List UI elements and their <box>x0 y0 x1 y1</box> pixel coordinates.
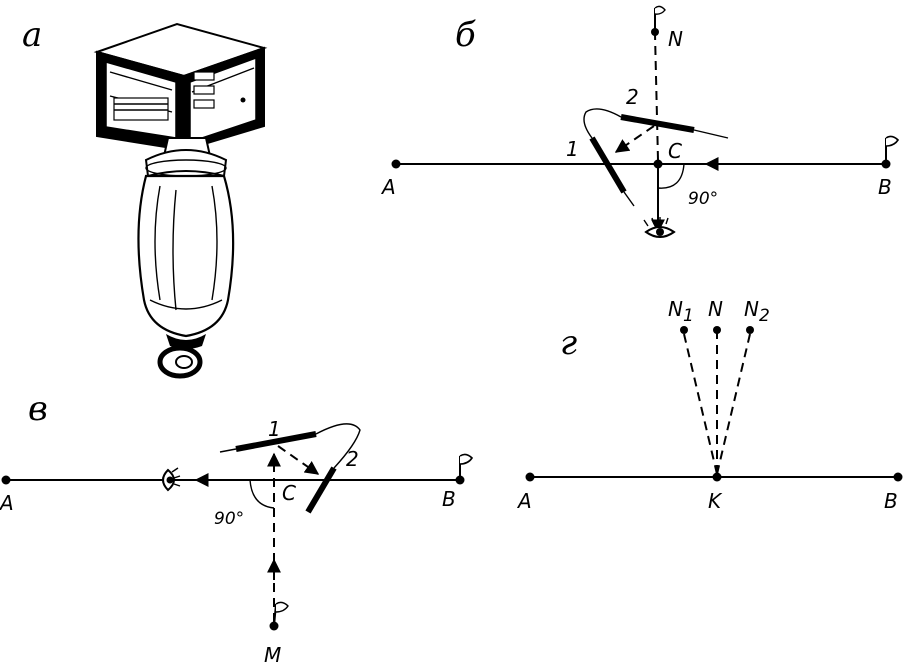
reflected-ray-v <box>277 445 320 475</box>
label-mirror-2-b: 2 <box>626 85 639 109</box>
label-b-g: B <box>884 489 898 513</box>
flag-pole-m <box>273 603 277 627</box>
label-mirror-2-v: 2 <box>346 447 359 471</box>
point-a-g <box>525 472 535 482</box>
label-n1-g: N1 <box>668 297 694 326</box>
mirror-1-v <box>235 431 317 452</box>
label-a-g: A <box>516 489 532 513</box>
label-c-v: C <box>282 481 296 505</box>
panel-a: а <box>22 15 268 379</box>
panel-letter-a: а <box>22 15 42 55</box>
label-n-g: N <box>708 297 723 321</box>
label-b-b: B <box>878 175 892 199</box>
flag-icon <box>885 135 900 147</box>
point-a-v <box>1 475 11 485</box>
panel-b: б A B C N 2 1 <box>380 5 900 238</box>
panel-letter-v: в <box>28 389 48 429</box>
label-a-v: A <box>0 491 14 515</box>
reflected-ray-b <box>614 125 655 153</box>
perpendicular-to-n <box>654 33 659 161</box>
label-n-b: N <box>668 27 683 51</box>
point-n1-g <box>680 326 688 334</box>
mirror-2-b <box>620 114 695 133</box>
ekker-frame-v <box>315 423 361 469</box>
label-m-v: M <box>264 643 281 667</box>
label-a-b: A <box>380 175 396 199</box>
label-b-v: B <box>442 487 456 511</box>
point-n2-g <box>746 326 754 334</box>
eye-icon <box>162 467 181 492</box>
panel-v: в A B C 1 2 M <box>0 389 474 667</box>
panel-g: г A B K N1 N N2 <box>516 297 903 513</box>
flag-icon <box>459 453 474 465</box>
right-angle-arc-b <box>657 163 685 189</box>
mirror-2-v <box>305 466 337 514</box>
angle-label-v: 90° <box>214 509 244 529</box>
angle-label-b: 90° <box>688 189 718 209</box>
point-a-b <box>391 159 401 169</box>
eye-icon <box>643 217 676 238</box>
flag-icon <box>654 5 666 15</box>
panel-letter-g: г <box>560 323 577 363</box>
point-b-g <box>893 472 903 482</box>
label-c-b: C <box>668 139 682 163</box>
line-k-n1 <box>683 333 718 475</box>
ekker-frame-b <box>583 108 622 139</box>
right-angle-arc-v <box>249 479 275 509</box>
mirror-1-b <box>589 136 627 194</box>
point-c-b <box>653 159 663 169</box>
ekker-instrument-illustration <box>93 22 268 379</box>
point-n-g <box>713 326 721 334</box>
label-n2-g: N2 <box>744 297 770 326</box>
label-mirror-1-b: 1 <box>566 137 579 161</box>
label-k-g: K <box>708 489 723 513</box>
line-k-n2 <box>716 333 751 475</box>
panel-letter-b: б <box>455 15 476 55</box>
flag-icon <box>275 601 289 613</box>
point-k-g <box>712 472 722 482</box>
label-mirror-1-v: 1 <box>268 417 281 441</box>
